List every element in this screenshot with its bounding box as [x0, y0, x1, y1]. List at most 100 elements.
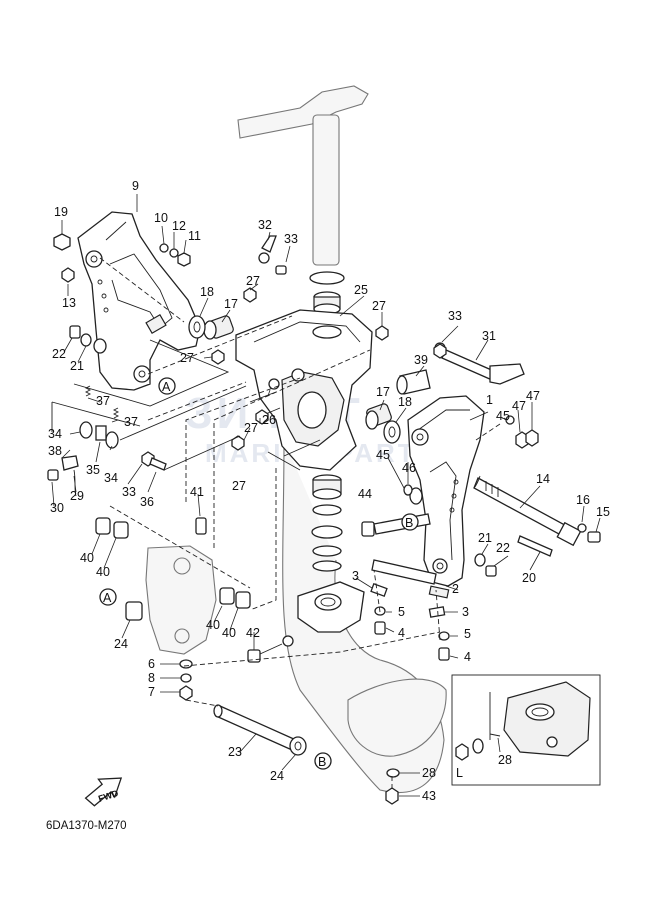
- callout-b-1: B: [401, 513, 419, 531]
- part-label-24-bottom: 24: [270, 769, 284, 783]
- bushing-24: [125, 601, 143, 621]
- part-label-41: 41: [190, 485, 204, 499]
- callout-b-2: B: [314, 752, 332, 770]
- leader-lines: [51, 194, 601, 797]
- part-label-40-b: 40: [96, 565, 110, 579]
- tilt-pin: [473, 475, 582, 547]
- part-label-5-right: 5: [464, 627, 471, 641]
- part-label-37-b: 37: [124, 415, 138, 429]
- callout-a-label: A: [162, 380, 171, 394]
- part-labels: 9 19 10 12 11 13 32 33 27 18 17 25 27 33…: [48, 179, 610, 803]
- part-label-3-right: 3: [462, 605, 469, 619]
- part-label-20: 20: [522, 571, 536, 585]
- detail-inset: L: [451, 674, 601, 786]
- part-label-44: 44: [358, 487, 372, 501]
- part-label-22-right: 22: [496, 541, 510, 555]
- swivel-bracket: [235, 309, 373, 471]
- washer-18-left: [188, 315, 206, 339]
- part-label-37-a: 37: [96, 394, 110, 408]
- part-label-42: 42: [246, 626, 260, 640]
- steering-handle-ghost: [237, 85, 447, 794]
- part-label-13: 13: [62, 296, 76, 310]
- bushing-39: [396, 369, 431, 395]
- part-label-39: 39: [414, 353, 428, 367]
- part-label-9: 9: [132, 179, 139, 193]
- part-label-3-left: 3: [352, 569, 359, 583]
- part-label-24-left: 24: [114, 637, 128, 651]
- part-label-28: 28: [422, 766, 436, 780]
- part-label-46: 46: [402, 461, 416, 475]
- tilt-cylinder-ghost: [145, 545, 217, 655]
- callout-b-label: B: [318, 755, 326, 769]
- part-label-33-right: 33: [448, 309, 462, 323]
- clamp-bracket-right: [407, 395, 485, 587]
- part-label-47-b: 47: [526, 389, 540, 403]
- part-label-23: 23: [228, 745, 242, 759]
- callout-a-2: A: [99, 588, 117, 606]
- part-label-10: 10: [154, 211, 168, 225]
- part-label-35: 35: [86, 463, 100, 477]
- callout-a-1: A: [158, 377, 176, 395]
- inset-label: L: [456, 766, 463, 780]
- part-label-16: 16: [576, 493, 590, 507]
- part-label-33-top: 33: [284, 232, 298, 246]
- part-label-40-a: 40: [80, 551, 94, 565]
- part-label-27-c: 27: [180, 351, 194, 365]
- diagram-code: 6DA1370-M270: [46, 820, 127, 832]
- part-label-27-e: 27: [232, 479, 246, 493]
- part-label-36: 36: [140, 495, 154, 509]
- part-label-25: 25: [354, 283, 368, 297]
- part-label-14: 14: [536, 472, 550, 486]
- callout-a-label: A: [103, 591, 112, 605]
- part-label-21-right: 21: [478, 531, 492, 545]
- part-label-38: 38: [48, 444, 62, 458]
- through-tube: [213, 704, 307, 756]
- small-hardware: [47, 233, 601, 805]
- part-label-32: 32: [258, 218, 272, 232]
- part-label-26: 26: [262, 413, 276, 427]
- part-label-4-left: 4: [398, 626, 405, 640]
- part-label-11: 11: [188, 229, 201, 243]
- part-label-47-a: 47: [512, 399, 526, 413]
- part-label-6: 6: [148, 657, 155, 671]
- bushings-40: [95, 517, 251, 609]
- bushing-17-right: [365, 403, 392, 430]
- fwd-arrow: FWD: [84, 777, 123, 807]
- part-label-4-right: 4: [464, 650, 471, 664]
- part-label-18-left: 18: [200, 285, 214, 299]
- part-label-12: 12: [172, 219, 186, 233]
- part-label-40-c: 40: [206, 618, 220, 632]
- part-label-31: 31: [482, 329, 496, 343]
- part-label-30: 30: [50, 501, 64, 515]
- part-label-15: 15: [596, 505, 610, 519]
- bushing-17-left: [203, 315, 234, 340]
- part-label-8: 8: [148, 671, 155, 685]
- part-label-43: 43: [422, 789, 436, 803]
- part-label-45-center: 45: [376, 448, 390, 462]
- part-label-27-b: 27: [372, 299, 386, 313]
- part-label-1: 1: [486, 393, 493, 407]
- steering-bracket-lower: [297, 581, 365, 633]
- part-label-7: 7: [148, 685, 155, 699]
- part-label-34-b: 34: [104, 471, 118, 485]
- part-label-19: 19: [54, 205, 68, 219]
- part-label-18-right: 18: [398, 395, 412, 409]
- part-label-21-left: 21: [70, 359, 84, 373]
- steering-lever: [434, 342, 525, 385]
- part-label-22-left: 22: [52, 347, 66, 361]
- bolt-44: [361, 513, 431, 537]
- anode-2: [371, 559, 450, 599]
- callout-b-label: B: [405, 516, 413, 530]
- clamp-bracket-left: [77, 211, 201, 391]
- part-label-33-left: 33: [122, 485, 136, 499]
- part-label-29: 29: [70, 489, 84, 503]
- part-label-34-a: 34: [48, 427, 62, 441]
- part-label-28-inset: 28: [498, 753, 512, 767]
- part-label-2: 2: [452, 582, 459, 596]
- washer-18-right: [383, 420, 401, 444]
- part-label-40-d: 40: [222, 626, 236, 640]
- part-label-27-d: 27: [244, 421, 258, 435]
- part-label-45-right: 45: [496, 409, 510, 423]
- part-label-17-left: 17: [224, 297, 238, 311]
